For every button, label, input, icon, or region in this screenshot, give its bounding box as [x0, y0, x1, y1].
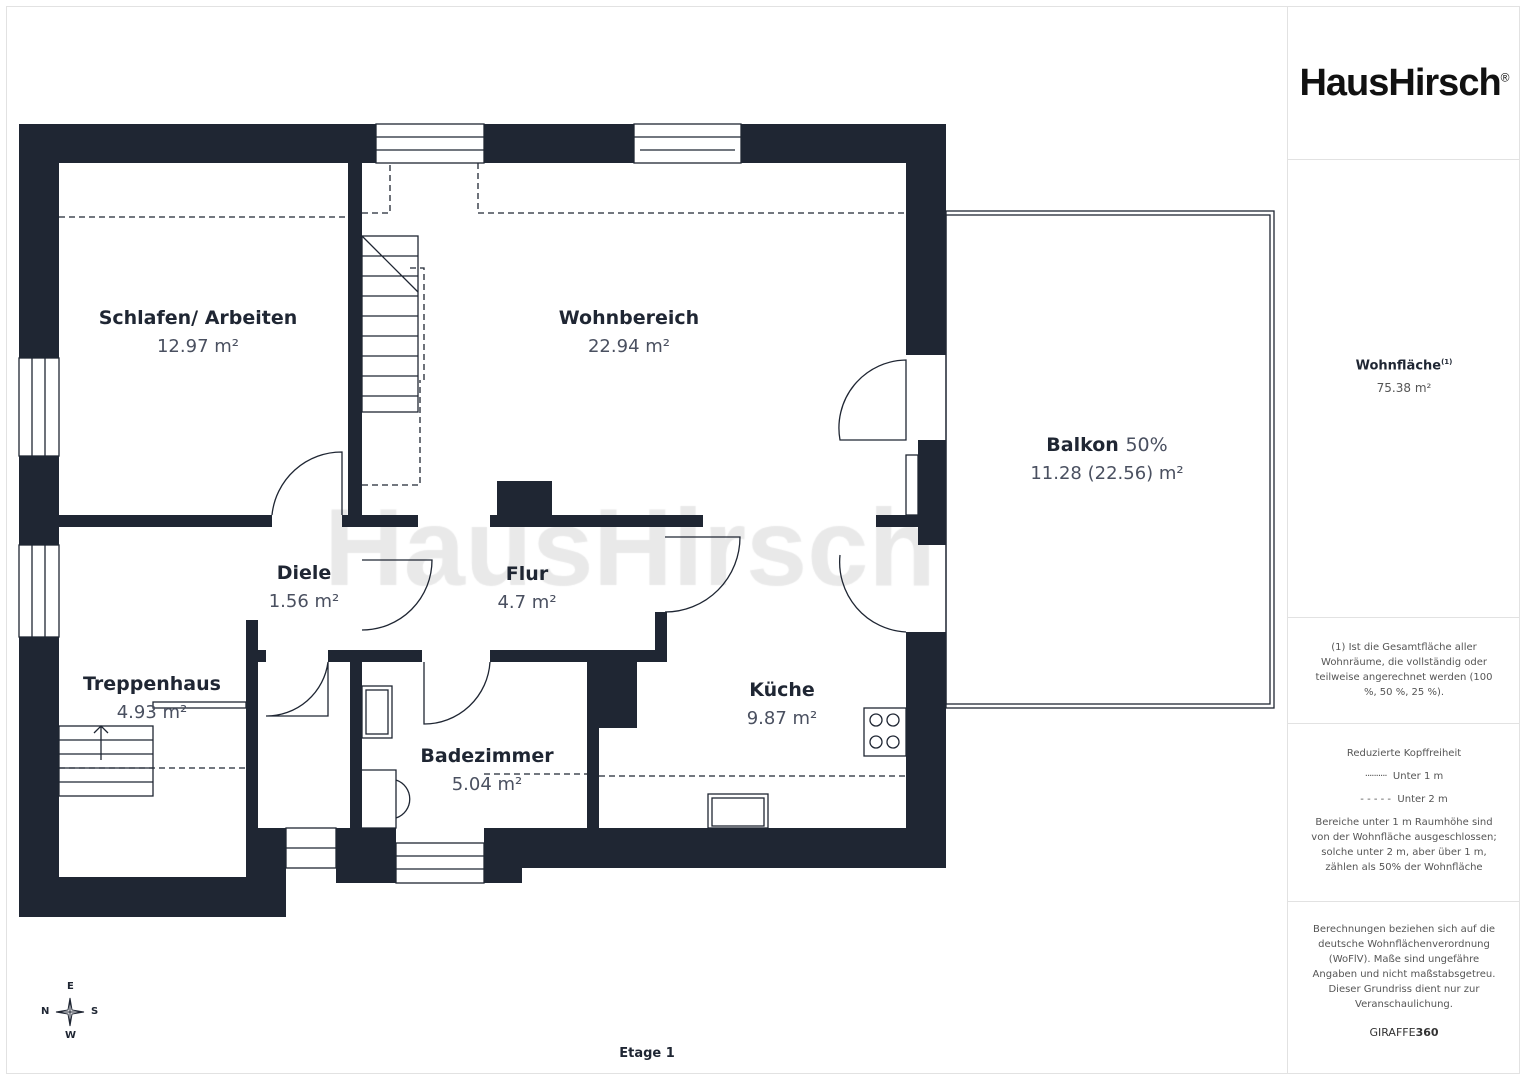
- compass-rose-icon: [55, 997, 85, 1027]
- compass-s: S: [91, 1006, 99, 1017]
- room-area: 12.97 m²: [157, 336, 239, 357]
- walls: [19, 124, 946, 917]
- room-area: 9.87 m²: [747, 708, 818, 729]
- legend-section: Reduzierte Kopffreiheit ·········· Unter…: [1288, 724, 1520, 902]
- legend-note: Bereiche unter 1 m Raumhöhe sind von der…: [1311, 817, 1497, 873]
- footnote-ref: (1): [1441, 358, 1453, 366]
- credit-b: 360: [1415, 1026, 1439, 1039]
- room-area: 1.56 m²: [269, 591, 340, 612]
- legend-under1: ·········· Unter 1 m: [1288, 769, 1520, 784]
- room-name: Wohnbereich: [559, 307, 699, 329]
- floor-plan: Schlafen/ Arbeiten 12.97 m² Wohnbereich …: [18, 123, 1275, 917]
- legend-title: Reduzierte Kopffreiheit: [1346, 748, 1462, 759]
- wohnflaeche-value: 75.38 m²: [1376, 381, 1432, 396]
- windows: [18, 123, 919, 884]
- staircase: [58, 235, 419, 797]
- room-name: Küche: [749, 679, 815, 701]
- wohnflaeche-label: Wohnfläche: [1355, 358, 1442, 374]
- credit: GIRAFFE360: [1288, 1026, 1520, 1039]
- brand-logo: HausHirsch®: [1288, 62, 1520, 105]
- room-name: Balkon 50%: [1046, 434, 1167, 456]
- balcony-outline: [945, 210, 1275, 709]
- wohnflaeche-title: Wohnfläche(1): [1288, 358, 1520, 373]
- legend-under2-label: Unter 2 m: [1397, 794, 1448, 805]
- legend-under2: - - - - - Unter 2 m: [1288, 792, 1520, 807]
- balcony-name: Balkon: [1046, 434, 1119, 456]
- room-area: 5.04 m²: [452, 774, 523, 795]
- compass: E N S W: [38, 980, 102, 1044]
- room-area: 4.93 m²: [117, 702, 188, 723]
- compass-w: W: [65, 1030, 77, 1041]
- balcony-suffix: 50%: [1125, 434, 1167, 456]
- room-name: Badezimmer: [420, 745, 554, 767]
- room-name: Schlafen/ Arbeiten: [99, 307, 298, 329]
- footnote-text: (1) Ist die Gesamtfläche aller Wohnräume…: [1315, 642, 1493, 698]
- room-area: 22.94 m²: [588, 336, 670, 357]
- registered-mark: ®: [1500, 70, 1510, 85]
- headroom-lines: [59, 163, 906, 777]
- credit-a: GIRAFFE: [1369, 1026, 1416, 1039]
- legend-under1-label: Unter 1 m: [1392, 771, 1444, 782]
- room-name: Flur: [506, 563, 549, 585]
- dotted-line-icon: ··········: [1364, 771, 1388, 782]
- disclaimer-text: Berechnungen beziehen sich auf die deuts…: [1312, 924, 1496, 1010]
- fixtures: [361, 685, 907, 829]
- room-area: 4.7 m²: [497, 592, 556, 613]
- room-name: Treppenhaus: [83, 673, 221, 695]
- footnote-section: (1) Ist die Gesamtfläche aller Wohnräume…: [1288, 618, 1520, 724]
- floor-label: Etage 1: [619, 1046, 675, 1061]
- room-name: Diele: [277, 562, 332, 584]
- logo-section: HausHirsch®: [1288, 6, 1520, 160]
- info-panel: HausHirsch® Wohnfläche(1) 75.38 m² (1) I…: [1287, 6, 1520, 1074]
- compass-e: E: [67, 981, 74, 992]
- logo-text: HausHirsch: [1299, 62, 1501, 104]
- doors: [265, 359, 907, 725]
- compass-n: N: [41, 1006, 50, 1017]
- wohnflaeche-section: Wohnfläche(1) 75.38 m²: [1288, 160, 1520, 618]
- room-area: 11.28 (22.56) m²: [1030, 463, 1183, 484]
- dashed-line-icon: - - - - -: [1360, 794, 1392, 805]
- disclaimer-section: Berechnungen beziehen sich auf die deuts…: [1288, 902, 1520, 1074]
